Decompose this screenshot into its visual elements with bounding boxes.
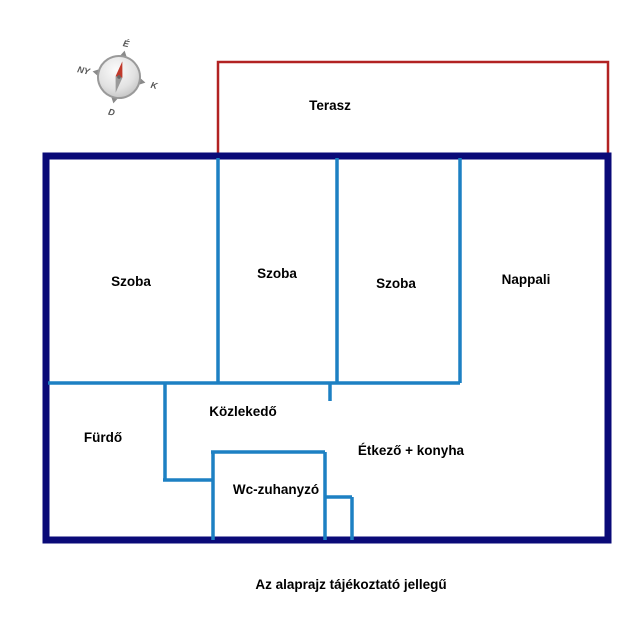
compass-pivot [117, 75, 121, 79]
compass-label-east: K [150, 80, 160, 91]
room-label-szoba2: Szoba [257, 266, 297, 281]
room-label-wc: Wc-zuhanyzó [233, 482, 319, 497]
compass-label-west: NY [76, 64, 91, 77]
compass-label-south: D [107, 107, 116, 118]
outer-wall [42, 152, 612, 544]
room-label-kozlekedo: Közlekedő [209, 404, 277, 419]
compass-needle-south [115, 76, 123, 93]
compass-needle-north [115, 61, 123, 78]
compass-label-north: É [122, 38, 131, 49]
terrace-outline [216, 60, 610, 156]
room-label-furdo: Fürdő [84, 430, 122, 445]
terrace-label: Terasz [309, 98, 351, 113]
room-label-szoba1: Szoba [111, 274, 151, 289]
room-label-etkezo: Étkező + konyha [358, 443, 465, 458]
disclaimer-caption: Az alaprajz tájékoztató jellegű [255, 577, 446, 592]
room-label-szoba3: Szoba [376, 276, 416, 291]
compass-rose: É D NY K [76, 38, 160, 118]
room-label-nappali: Nappali [502, 272, 551, 287]
